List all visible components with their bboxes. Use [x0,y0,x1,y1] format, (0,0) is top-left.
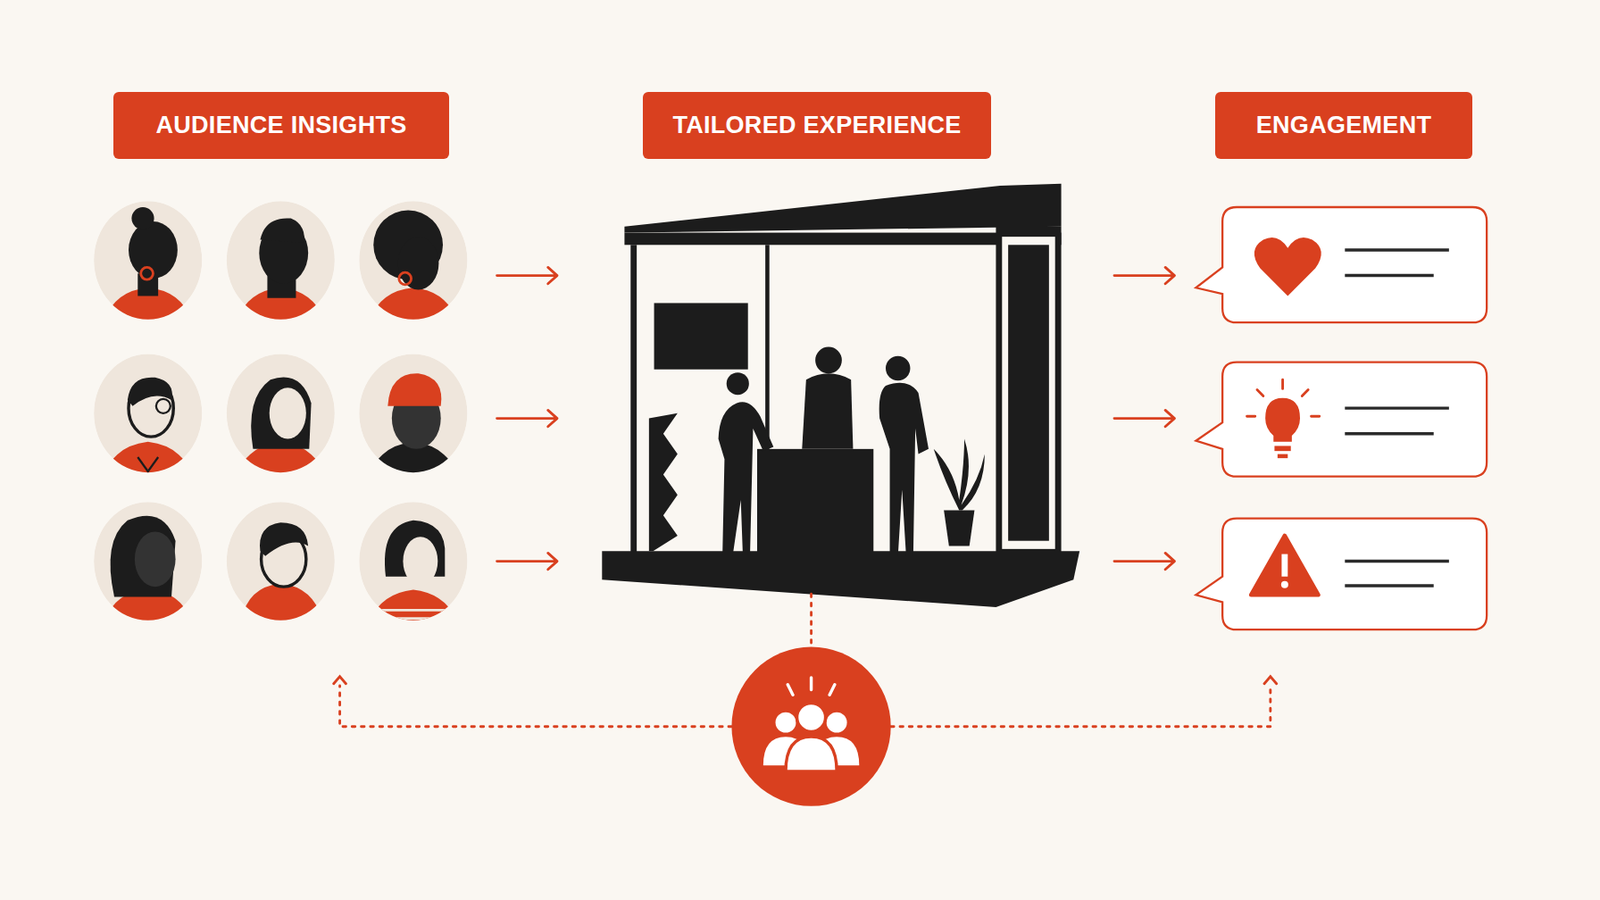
audience-icon [731,647,891,807]
header-box: TAILORED EXPERIENCE [642,91,992,159]
header-text: AUDIENCE INSIGHTS [155,111,407,140]
bubble-icons [1247,237,1450,595]
header-box: ENGAGEMENT [1215,91,1473,159]
audience-faces [93,200,467,628]
booth-illustration [601,183,1080,608]
flow-arrows [497,266,1175,569]
header-text: TAILORED EXPERIENCE [672,111,961,140]
header-box: AUDIENCE INSIGHTS [113,91,450,159]
header-text: ENGAGEMENT [1256,111,1433,140]
engagement-bubbles [1195,207,1487,630]
